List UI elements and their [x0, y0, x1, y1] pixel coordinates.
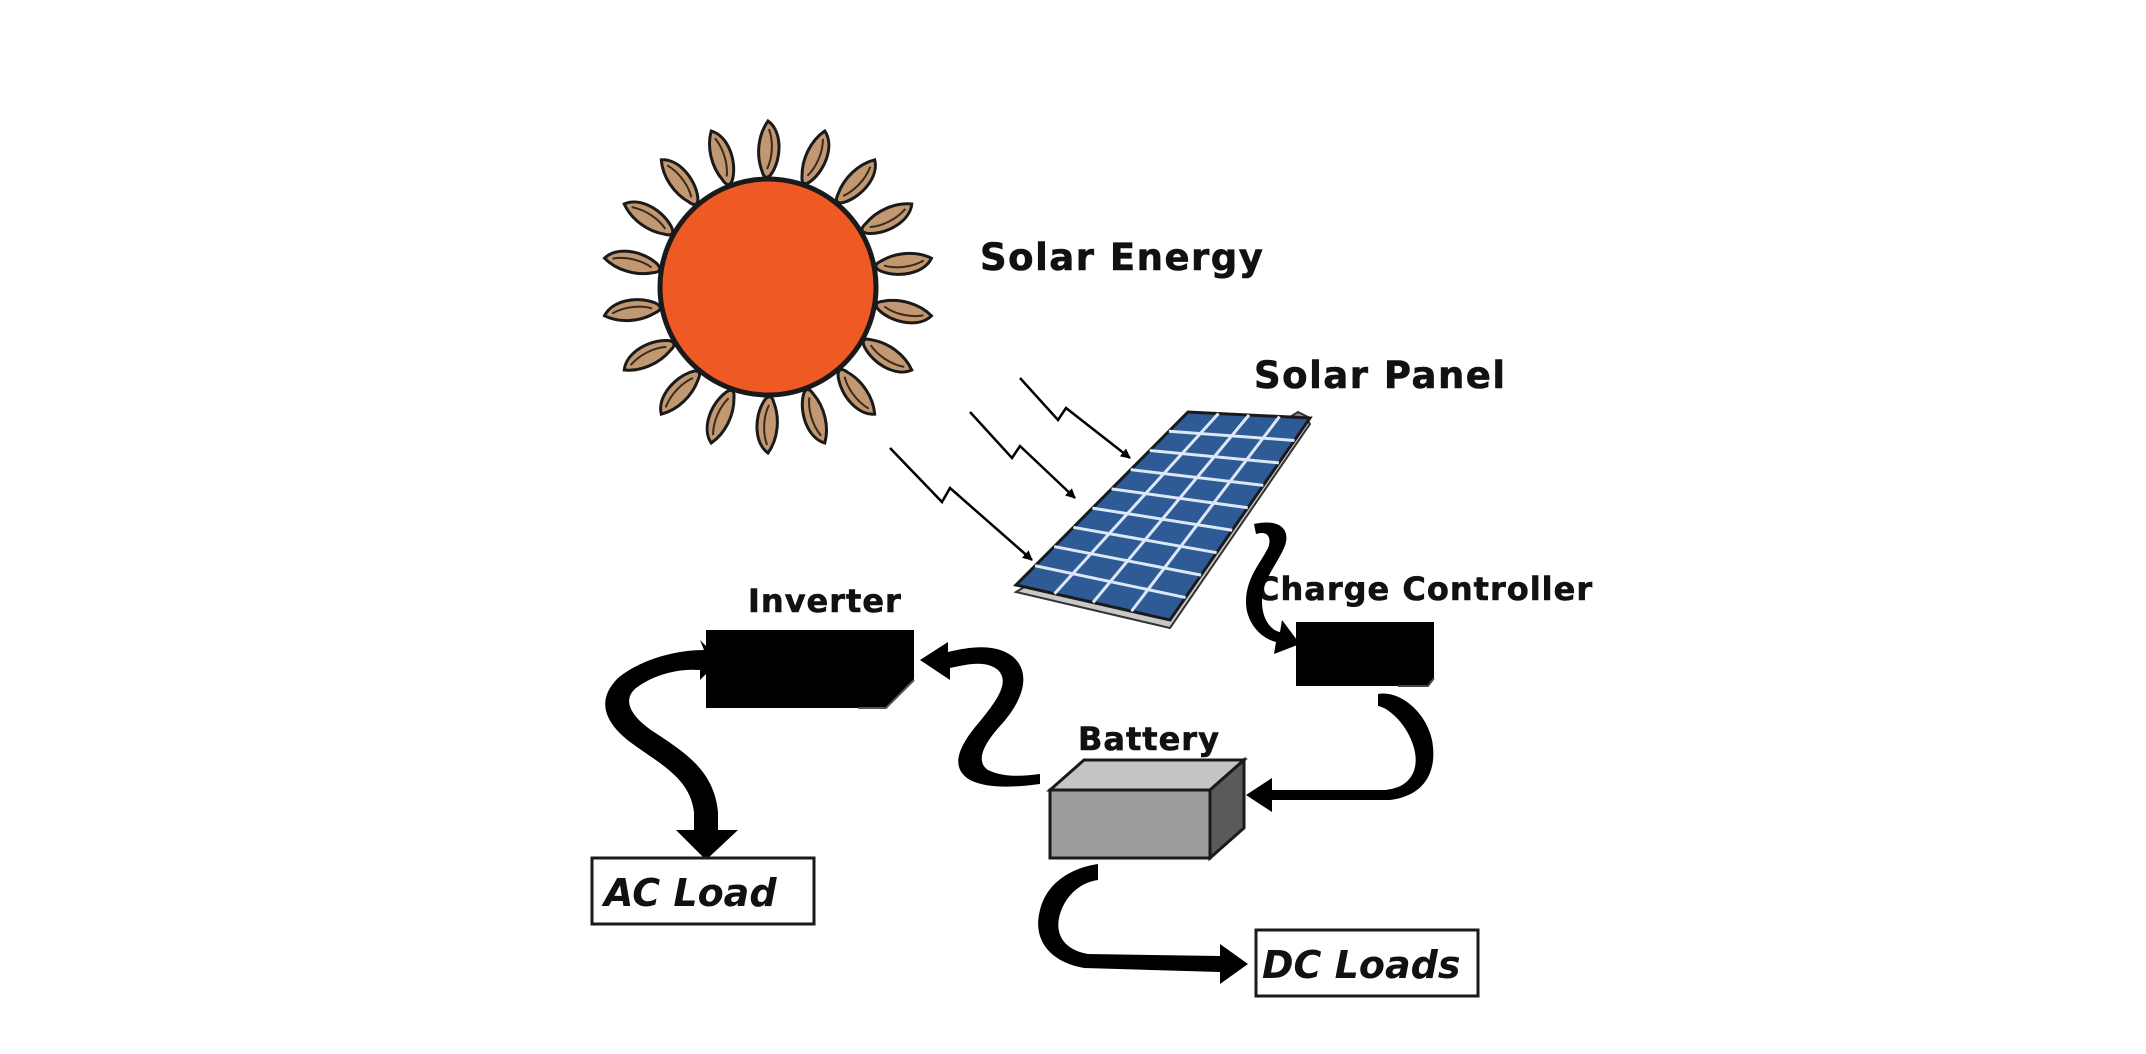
charge-controller-label: Charge Controller [1256, 570, 1593, 608]
sun-ray [874, 298, 934, 325]
panel-grid-row-line [1073, 525, 1217, 555]
flow-arrows [605, 522, 1434, 984]
sun-ray [622, 339, 676, 372]
sun-ray [860, 202, 914, 235]
dc-loads-box: DC Loads [1254, 928, 1480, 998]
sunlight-ray-2 [969, 411, 1076, 499]
solar-panel-grid [1034, 412, 1295, 613]
arrow-battery-to-dc-loads [1038, 864, 1248, 984]
panel-grid-row-line [1092, 506, 1233, 532]
sun-ray [705, 388, 736, 446]
arrow-charge-controller-to-battery [1246, 693, 1434, 812]
sun-ray [602, 249, 662, 276]
ac-load-box: AC Load [590, 856, 816, 926]
solar-energy-label: Solar Energy [980, 236, 1264, 279]
sun-disc [657, 176, 879, 398]
panel-grid-row-line [1111, 487, 1248, 510]
sun-ray [602, 298, 662, 322]
battery-label: Battery [1078, 720, 1220, 758]
sun-ray [708, 129, 736, 186]
ac-load-label: AC Load [601, 871, 777, 915]
inverter-label: Inverter [748, 582, 902, 620]
sun-ray [757, 118, 781, 179]
panel-grid-column-line [1130, 415, 1281, 613]
panel-grid-column-line [1053, 412, 1220, 595]
sun-ray [836, 368, 877, 416]
sun-ray [659, 158, 700, 206]
sunlight-ray-1 [1019, 377, 1131, 459]
panel-grid-row-line [1034, 564, 1186, 600]
panel-grid-row-line [1053, 545, 1202, 577]
panel-grid-column-line [1091, 414, 1251, 604]
solar-panel-icon [1013, 410, 1313, 630]
sun-ray [755, 395, 779, 456]
battery-icon [1046, 756, 1248, 862]
arrow-panel-to-charge-controller [1246, 522, 1300, 654]
panel-grid-row-line [1130, 468, 1264, 487]
sunlight-rays [889, 377, 1131, 561]
solar-panel-label: Solar Panel [1254, 354, 1507, 397]
sunlight-ray-3 [889, 447, 1033, 561]
charge-controller-box-icon [1296, 622, 1435, 687]
dc-loads-label: DC Loads [1262, 943, 1460, 987]
battery-front [1048, 788, 1212, 860]
sun-ray [622, 200, 675, 237]
sun-ray [800, 128, 831, 186]
sun-ray [800, 388, 828, 445]
sun-ray [861, 337, 914, 374]
panel-grid-row-line [1168, 429, 1295, 442]
sun-ray [834, 158, 877, 205]
sun-icon [602, 118, 934, 456]
panel-grid-row-line [1149, 448, 1280, 465]
inverter-box-icon [706, 630, 915, 709]
sun-ray [659, 369, 702, 416]
sun-ray [874, 252, 934, 276]
arrow-battery-to-inverter [920, 642, 1040, 787]
arrow-inverter-to-ac-load [605, 640, 738, 860]
